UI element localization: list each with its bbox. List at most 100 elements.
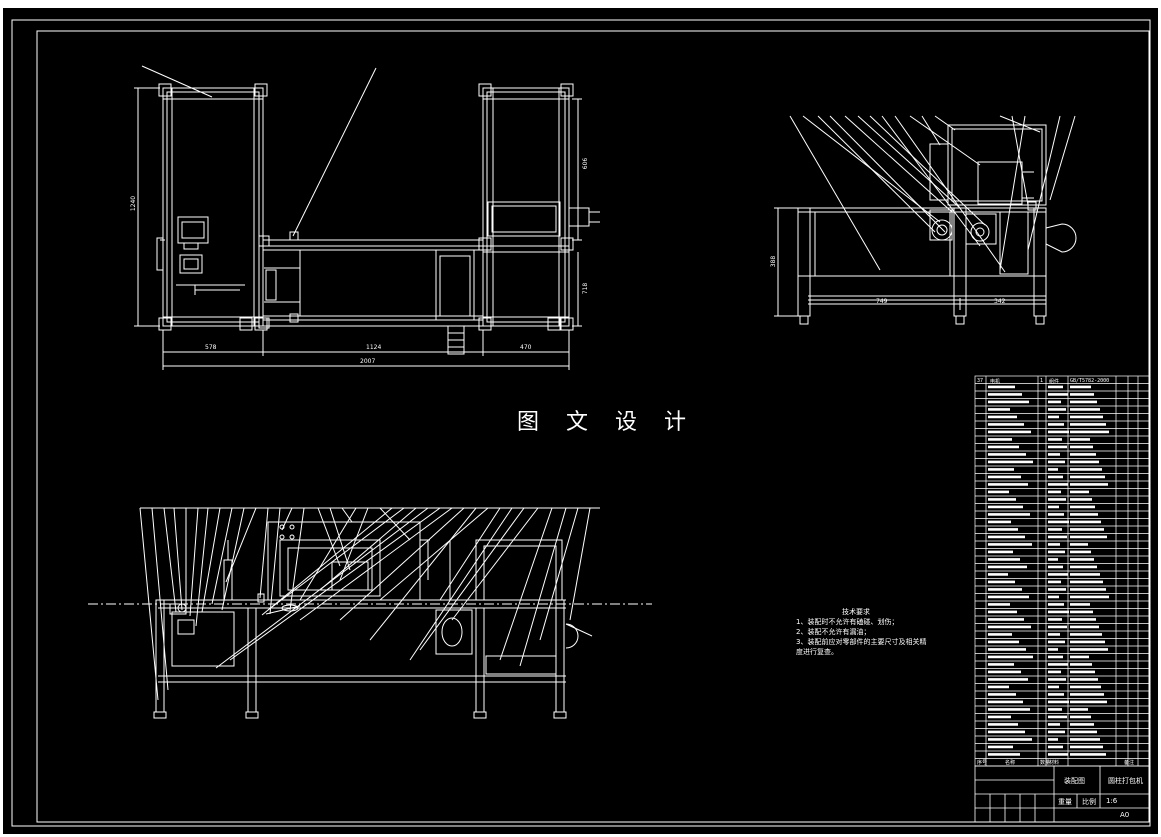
bom-cell-glyphs — [988, 453, 1026, 456]
technical-note-line: 2、装配不允许有漏油； — [796, 628, 871, 636]
bom-cell-glyphs — [1048, 445, 1067, 449]
bom-cell-glyphs — [988, 550, 1013, 554]
bom-cell-glyphs — [988, 685, 1009, 689]
bom-cell-glyphs — [1070, 400, 1097, 404]
bom-cell-glyphs — [1070, 745, 1103, 749]
bom-cell-glyphs — [1048, 753, 1068, 756]
bom-cell-glyphs — [988, 483, 1028, 486]
bom-cell-glyphs — [1070, 738, 1100, 741]
dim-text: 388 — [770, 255, 778, 268]
watermark-text: 图 文 设 计 — [517, 410, 696, 435]
bom-cell-glyphs — [1048, 708, 1062, 711]
bom-cell-glyphs — [1070, 633, 1102, 636]
bom-cell-glyphs — [1070, 475, 1105, 479]
bom-cell: 电机 — [990, 379, 1001, 385]
bom-cell-glyphs — [1048, 595, 1059, 599]
technical-note-line: 3、装配前应对零部件的主要尺寸及相关精 — [796, 638, 927, 646]
bom-cell-glyphs — [988, 618, 1024, 621]
bom-cell-glyphs — [1070, 580, 1103, 584]
bom-cell-glyphs — [1048, 685, 1059, 689]
bom-cell-glyphs — [1048, 490, 1061, 494]
bom-cell-glyphs — [988, 655, 1033, 659]
drawing-name: 装配图 — [1064, 777, 1085, 785]
bom-cell-glyphs — [988, 528, 1018, 531]
bom-cell-glyphs — [1070, 723, 1094, 726]
bom-cell-glyphs — [988, 558, 1020, 561]
bom-cell-glyphs — [1070, 565, 1097, 569]
bom-table — [974, 375, 1150, 767]
bom-cell-glyphs — [1048, 468, 1058, 471]
bom-cell-glyphs — [1048, 625, 1067, 629]
bom-cell-glyphs — [1048, 663, 1068, 666]
dim-text: 749 — [876, 298, 888, 305]
bom-cell-glyphs — [1048, 535, 1067, 539]
bom-cell-glyphs — [1048, 460, 1065, 464]
bom-cell-glyphs — [1070, 468, 1102, 471]
bom-cell-glyphs — [1070, 430, 1109, 434]
bom-cell-glyphs — [988, 730, 1025, 734]
dim-text: 470 — [520, 344, 532, 351]
bom-cell-glyphs — [1048, 618, 1062, 621]
bom-cell-glyphs — [988, 588, 1022, 591]
bom-cell-glyphs — [1048, 730, 1065, 734]
bom-cell-glyphs — [1070, 483, 1108, 486]
bom-cell-glyphs — [988, 400, 1029, 404]
bom-cell-glyphs — [1070, 558, 1094, 561]
bom-cell: GB/T5782-2000 — [1070, 378, 1110, 384]
technical-notes-title: 技术要求 — [842, 608, 870, 616]
bom-cell-glyphs — [988, 505, 1023, 509]
bom-cell-glyphs — [1048, 475, 1063, 479]
product-name: 圆柱打包机 — [1108, 777, 1143, 785]
bom-cell-glyphs — [988, 640, 1019, 644]
dim-text: 1124 — [366, 344, 382, 351]
technical-notes: 技术要求 1、装配时不允许有磕碰、划伤； 2、装配不允许有漏油； 3、装配前应对… — [796, 607, 936, 657]
top-left-frame — [162, 87, 264, 327]
drawing-background — [3, 8, 1158, 834]
bom-cell-glyphs — [988, 423, 1024, 426]
bom-cell-glyphs — [1070, 648, 1108, 651]
bom-cell-glyphs — [988, 678, 1028, 681]
bom-cell-glyphs — [1070, 445, 1093, 449]
bom-cell-glyphs — [988, 565, 1027, 569]
bom-cell-glyphs — [1070, 603, 1090, 606]
bom-cell-glyphs — [988, 543, 1032, 546]
outer-frame — [11, 19, 1151, 827]
bom-cell-glyphs — [988, 445, 1019, 449]
side-view — [774, 115, 1077, 325]
dim-text: 606 — [582, 157, 590, 170]
bom-cell-glyphs — [1048, 670, 1061, 674]
bom-cell-glyphs — [1048, 438, 1062, 441]
bom-cell-glyphs — [1048, 633, 1060, 636]
bom-cell-glyphs — [988, 415, 1017, 419]
bom-cell-glyphs — [988, 700, 1023, 704]
bom-cell-glyphs — [988, 475, 1021, 479]
bom-cell-glyphs — [988, 490, 1009, 494]
bom-cell-glyphs — [1048, 715, 1067, 719]
bom-cell-glyphs — [1070, 663, 1092, 666]
bom-cell-glyphs — [988, 648, 1026, 651]
bom-cell-glyphs — [1048, 603, 1064, 606]
title-block — [974, 765, 1150, 823]
bom-cell-glyphs — [1070, 640, 1105, 644]
front-view — [88, 507, 652, 719]
bom-cell-glyphs — [1070, 573, 1100, 576]
bom-cell-glyphs — [1070, 513, 1098, 516]
bom-cell-glyphs — [988, 625, 1031, 629]
bom-cell-glyphs — [1070, 543, 1088, 546]
bom-cell-glyphs — [1070, 535, 1107, 539]
bom-cell-glyphs — [1070, 708, 1088, 711]
bom-cell-glyphs — [988, 460, 1033, 464]
bom-cell-glyphs — [1070, 498, 1092, 501]
bom-cell-glyphs — [1048, 385, 1063, 389]
bom-cell-glyphs — [1070, 393, 1094, 396]
bom-cell-glyphs — [988, 573, 1008, 576]
bom-cell-glyphs — [988, 603, 1010, 606]
bom-cell-glyphs — [1048, 723, 1060, 726]
bom-cell-glyphs — [1070, 588, 1106, 591]
bom-cell-glyphs — [1048, 400, 1061, 404]
bom-cell-glyphs — [988, 715, 1011, 719]
bom-cell-glyphs — [1048, 640, 1065, 644]
bom-cell-glyphs — [1048, 565, 1063, 569]
